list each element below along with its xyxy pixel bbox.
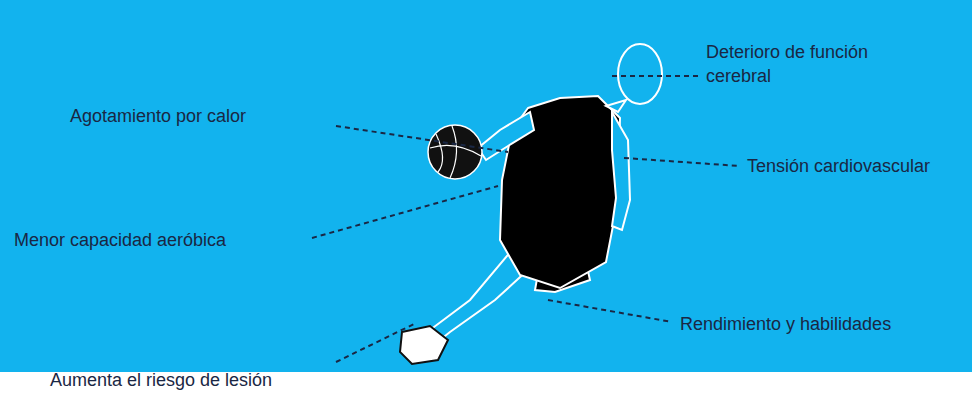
callout-label: Agotamiento por calor [70,104,246,128]
leader-line [336,324,414,362]
head [618,44,662,104]
leader-line [312,186,498,238]
shoe [400,326,448,364]
callout-label: Tensión cardiovascular [747,154,930,178]
callout-label: Aumenta el riesgo de lesión [50,368,272,392]
left-arm [478,112,534,160]
leader-line [612,75,700,77]
callout-label: Menor capacidad aeróbica [14,228,226,252]
leader-line [548,300,672,322]
neck [606,100,626,112]
callout-label: Rendimiento y habilidades [680,312,891,336]
leader-line [624,158,740,166]
background-panel [0,0,972,372]
callout-label: Deterioro de función cerebral [706,40,906,88]
right-arm [612,112,630,230]
basketball [428,125,482,179]
ball-seams [430,126,481,178]
leader-line [336,126,508,152]
